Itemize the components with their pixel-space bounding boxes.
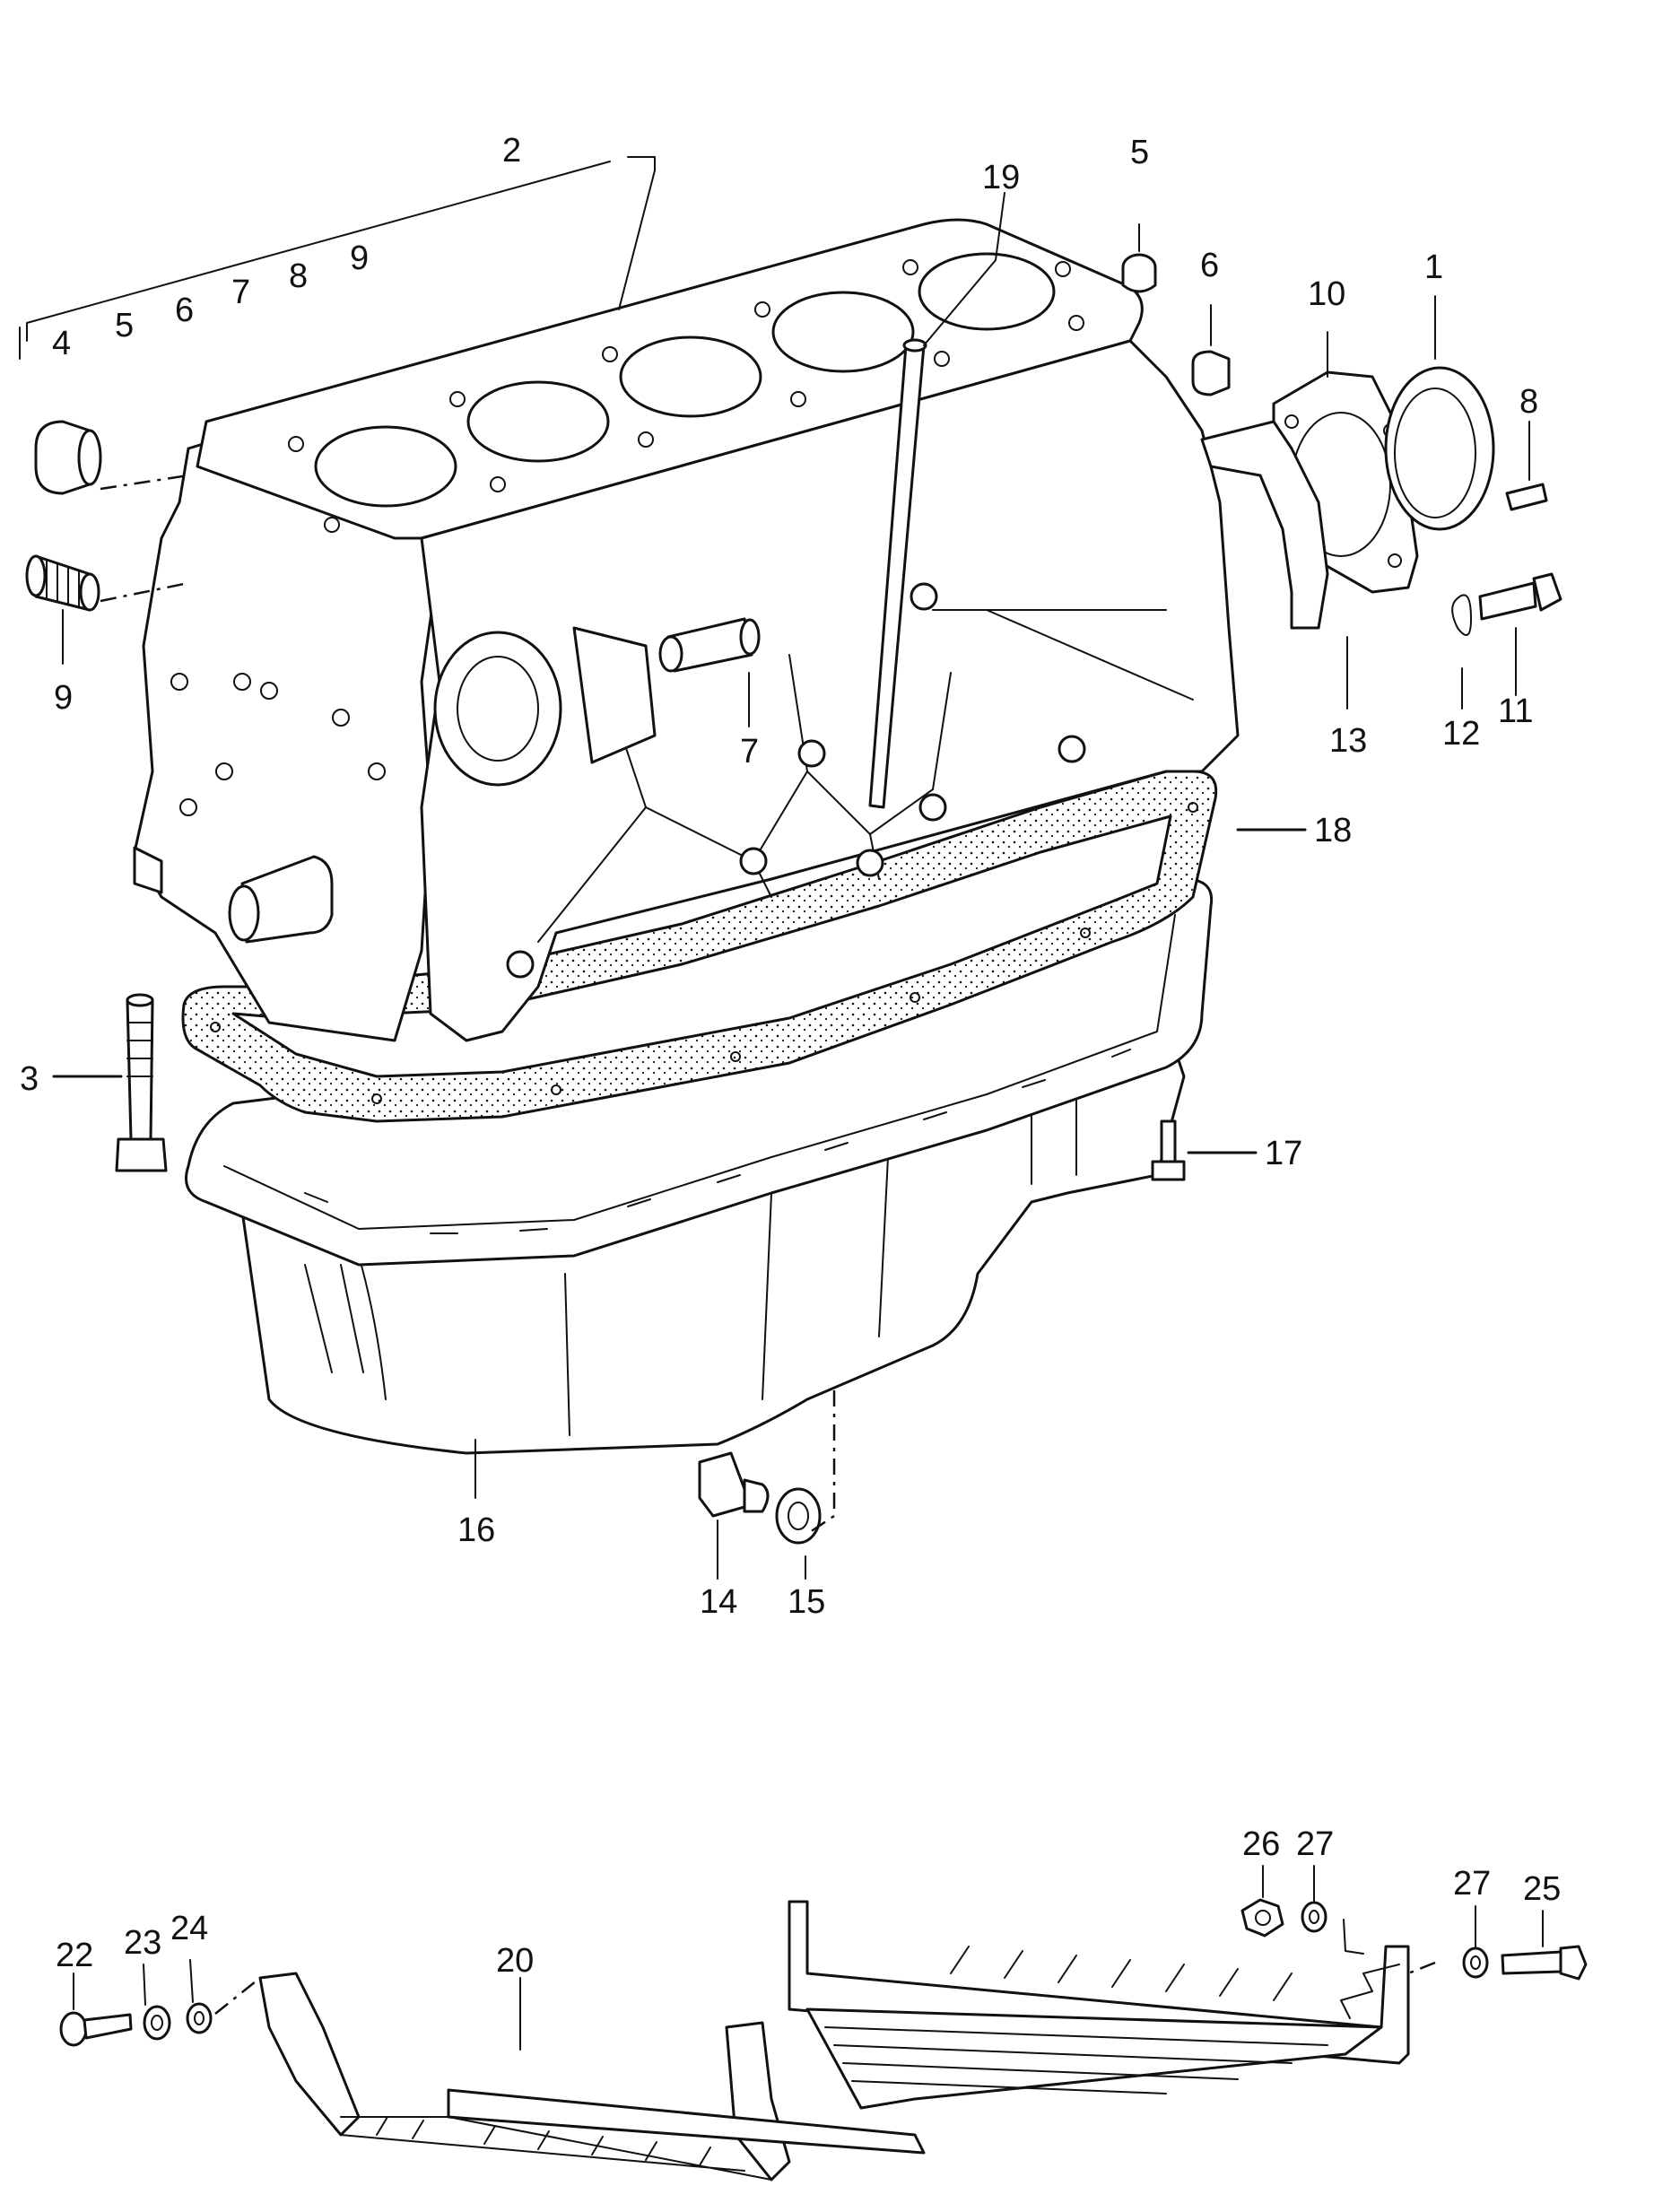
callout-9-plug: 9 xyxy=(54,679,73,717)
guard-bolt-right xyxy=(1501,1945,1588,1981)
callout-10: 10 xyxy=(1308,275,1345,313)
oil-pan-bolt xyxy=(1151,1119,1186,1181)
hex-nut xyxy=(1240,1898,1284,1938)
callout-16: 16 xyxy=(457,1511,495,1549)
drain-plug xyxy=(698,1451,770,1518)
sealing-plug xyxy=(34,420,102,495)
sleeve xyxy=(1191,350,1231,396)
flange-gasket xyxy=(1200,420,1329,630)
washer-upper xyxy=(1301,1901,1327,1933)
callout-26: 26 xyxy=(1242,1825,1280,1863)
callout-8: 8 xyxy=(289,257,308,295)
callout-11: 11 xyxy=(1498,692,1533,730)
callout-22: 22 xyxy=(56,1937,93,1974)
hex-bolt xyxy=(115,993,168,1172)
callout-6-sleeve: 6 xyxy=(1200,247,1219,284)
callout-2: 2 xyxy=(502,132,521,170)
callout-4: 4 xyxy=(52,325,71,362)
callout-20: 20 xyxy=(496,1942,534,1980)
callout-18: 18 xyxy=(1314,812,1352,849)
callout-labels: 2 4 5 6 7 8 9 9 3 19 5 6 10 1 8 7 13 12 … xyxy=(20,132,1561,1980)
threaded-plug xyxy=(25,554,100,612)
callout-27-right: 27 xyxy=(1453,1865,1491,1903)
callout-7: 7 xyxy=(231,274,250,311)
drain-plug-seal xyxy=(775,1487,822,1545)
callout-15: 15 xyxy=(788,1583,825,1621)
cylinder-block xyxy=(133,218,1240,1042)
splash-guard xyxy=(258,1900,1410,2182)
washer-right xyxy=(1462,1946,1489,1979)
callout-14: 14 xyxy=(700,1583,737,1621)
dowel-pin xyxy=(1505,483,1548,511)
washer-left xyxy=(186,2002,213,2034)
spring-washer xyxy=(143,2005,171,2041)
callout-27-upper: 27 xyxy=(1296,1825,1334,1863)
sealing-cap xyxy=(1121,253,1157,293)
callout-13: 13 xyxy=(1329,722,1367,760)
callout-17: 17 xyxy=(1265,1135,1302,1172)
callout-19: 19 xyxy=(982,159,1020,196)
retaining-ring xyxy=(1451,594,1472,636)
callout-5-cap: 5 xyxy=(1130,134,1149,171)
callout-7-stub: 7 xyxy=(740,733,759,771)
callout-5: 5 xyxy=(115,307,134,344)
dipstick-tube xyxy=(868,338,927,809)
callout-9: 9 xyxy=(350,239,369,277)
callout-6: 6 xyxy=(175,292,194,329)
callout-1: 1 xyxy=(1424,248,1443,286)
leader-lines xyxy=(19,156,1544,2051)
callout-3: 3 xyxy=(20,1060,39,1098)
callout-8-pin: 8 xyxy=(1519,383,1538,421)
oil-pipe-stub xyxy=(658,617,761,673)
flange-bolt xyxy=(1478,572,1562,621)
callout-25: 25 xyxy=(1523,1870,1561,1908)
callout-12: 12 xyxy=(1442,715,1480,753)
callout-23: 23 xyxy=(124,1924,161,1962)
crankshaft-oil-seal xyxy=(1384,366,1495,531)
guard-bolt-left xyxy=(59,2011,133,2047)
callout-24: 24 xyxy=(170,1910,208,1947)
